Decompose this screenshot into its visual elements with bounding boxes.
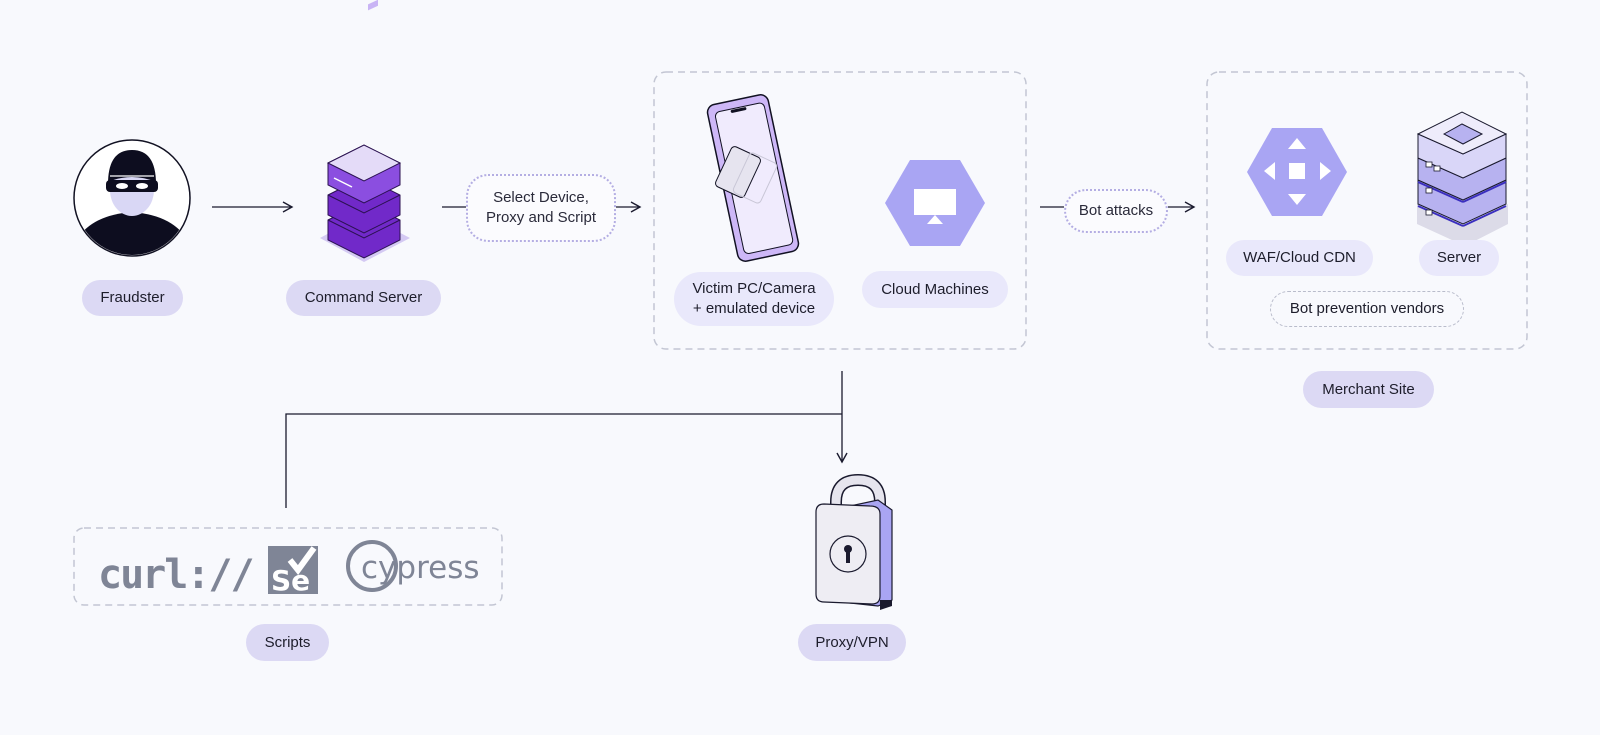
cloud-monitor-icon: [885, 160, 985, 246]
select-device-line-2: Proxy and Script: [485, 209, 597, 226]
victim-device-line-1: Victim PC/Camera: [692, 280, 816, 297]
selenium-logo-text: Se: [271, 564, 310, 597]
cypress-logo-text: cypress: [361, 550, 480, 586]
waf-arrows-icon: [1247, 128, 1347, 216]
smartphone-icon: [706, 94, 800, 262]
server-box-icon: [1416, 111, 1508, 246]
scripts-label: Scripts: [246, 624, 329, 661]
devices-group-box: [653, 71, 1027, 350]
select-device-label: Select Device, Proxy and Script: [466, 174, 616, 242]
select-device-line-1: Select Device,: [493, 189, 589, 206]
curl-logo: curl://: [98, 552, 255, 598]
merchant-group-box: [1206, 71, 1528, 350]
server-stack-icon: [320, 0, 410, 262]
padlock-icon: [815, 473, 893, 610]
fraudster-label: Fraudster: [82, 280, 183, 316]
waf-label: WAF/Cloud CDN: [1226, 240, 1373, 276]
scripts-group-box: [73, 527, 503, 606]
bot-attacks-label: Bot attacks: [1064, 189, 1168, 233]
victim-device-label: Victim PC/Camera + emulated device: [674, 272, 834, 326]
fraudster-avatar-icon: [73, 139, 191, 257]
selenium-logo: Se: [268, 546, 318, 597]
server-label: Server: [1419, 240, 1499, 276]
bot-prevention-label: Bot prevention vendors: [1270, 291, 1464, 327]
command-server-label: Command Server: [286, 280, 441, 316]
merchant-site-label: Merchant Site: [1303, 371, 1434, 408]
line-to-scripts: [285, 413, 842, 508]
proxy-vpn-label: Proxy/VPN: [798, 624, 906, 661]
cloud-machines-label: Cloud Machines: [862, 271, 1008, 308]
victim-device-line-2: + emulated device: [692, 300, 816, 317]
cypress-logo: cypress: [346, 540, 480, 592]
curl-logo-text: curl://: [98, 552, 253, 598]
